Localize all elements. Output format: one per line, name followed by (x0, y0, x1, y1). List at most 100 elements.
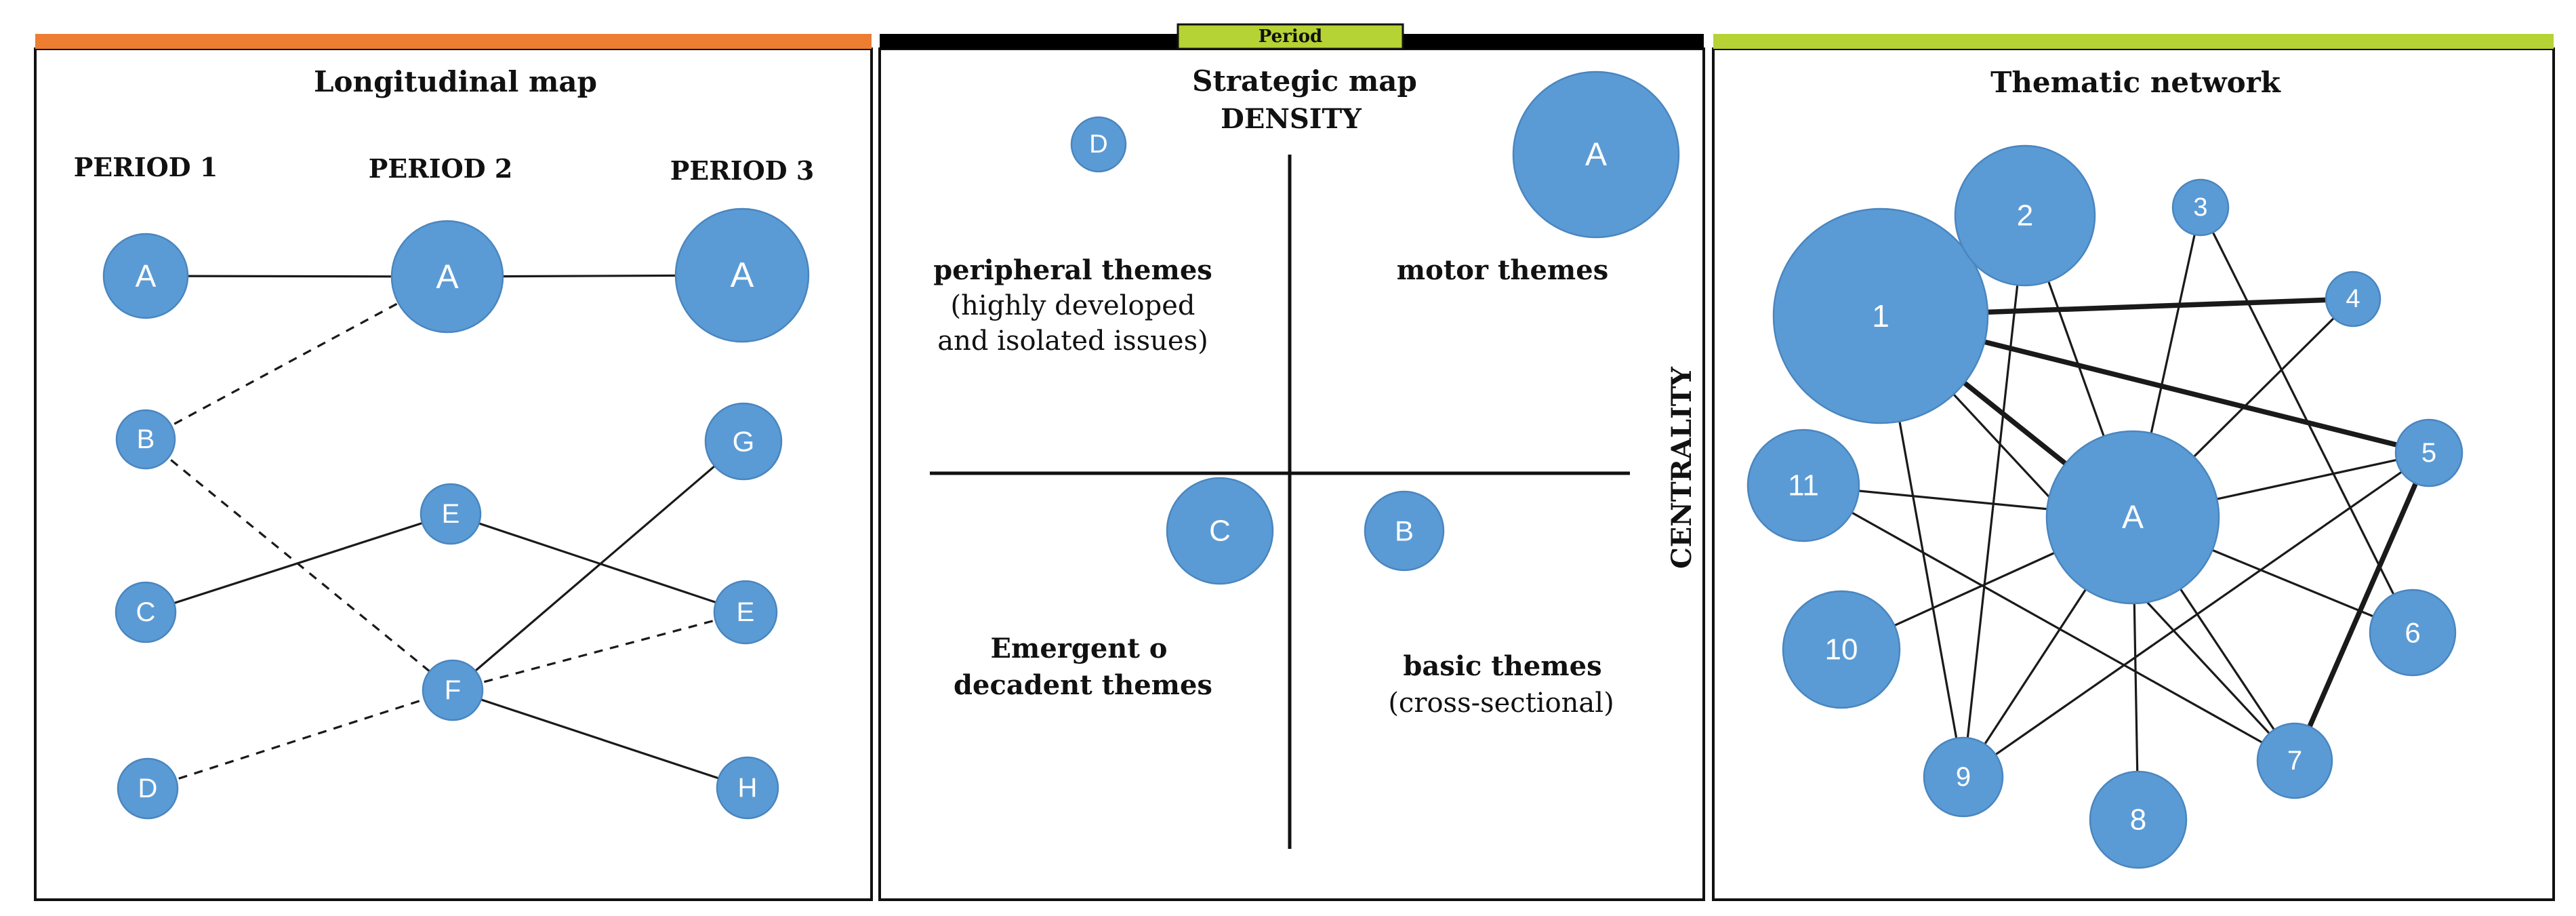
thematic-node-A-circle (2045, 430, 2220, 605)
thematic-edge-2-9 (1962, 215, 2026, 778)
thematic-node-9: 9 (1923, 736, 2004, 818)
longitudinal-node-p1A: A (102, 233, 189, 319)
longitudinal-node-p1D: D (117, 757, 179, 820)
strategic-theme-C-label: C (1209, 515, 1231, 548)
longitudinal-link-p1C-p2E (145, 513, 451, 614)
thematic-node-11: 11 (1746, 429, 1860, 542)
longitudinal-node-p1B-circle (115, 409, 176, 470)
thematic-node-1-circle (1772, 207, 1989, 424)
thematic-node-10-label: 10 (1825, 633, 1858, 666)
quadrant-basic-title: basic themes (1403, 650, 1601, 682)
period-2-label: PERIOD 2 (369, 153, 513, 184)
thematic-node-2: 2 (1954, 144, 2096, 287)
longitudinal-link-p2F-p3E (452, 611, 746, 692)
thematic-node-8-label: 8 (2130, 803, 2146, 837)
thematic-node-4-circle (2325, 271, 2381, 327)
thematic-node-4-label: 4 (2346, 285, 2360, 313)
quadrant-emergent-line-2: decadent themes (954, 669, 1212, 701)
thematic-node-11-label: 11 (1788, 469, 1819, 502)
thematic-node-7: 7 (2256, 722, 2333, 799)
quadrant-basic-line-1: (cross-sectional) (1388, 688, 1614, 719)
strategic-theme-D-circle (1070, 116, 1127, 173)
thematic-node-10: 10 (1782, 590, 1901, 709)
longitudinal-node-p1D-circle (117, 757, 179, 820)
thematic-edge-3-6 (2199, 207, 2414, 633)
longitudinal-node-p2F: F (422, 659, 484, 721)
centrality-axis-label: CENTRALITY (1666, 367, 1698, 570)
longitudinal-node-p2E: E (420, 483, 482, 545)
longitudinal-node-p3E-circle (713, 580, 778, 645)
longitudinal-node-p2E-circle (420, 483, 482, 545)
strategic-theme-A-label: A (1585, 137, 1607, 173)
longitudinal-node-p1B: B (115, 409, 176, 470)
thematic-node-6-circle (2369, 589, 2457, 677)
thematic-edge-5-7 (2292, 452, 2432, 762)
strategic-theme-A-circle (1512, 71, 1680, 239)
longitudinal-node-p3H-label: H (738, 773, 758, 803)
strategic-theme-B: B (1364, 490, 1445, 572)
longitudinal-link-p2F-p3G (451, 440, 745, 692)
quadrant-peripheral-line-1: (highly developed (951, 290, 1195, 321)
strategic-theme-D-label: D (1089, 130, 1107, 159)
longitudinal-nodes: A B C D A E F A G E H (102, 207, 810, 820)
strategic-theme-A: A (1512, 71, 1680, 239)
thematic-node-8-circle (2089, 770, 2188, 869)
thematic-node-5-circle (2394, 418, 2463, 487)
thematic-node-7-label: 7 (2287, 746, 2302, 776)
quadrant-peripheral-title: peripheral themes (933, 254, 1212, 286)
longitudinal-node-p3A: A (674, 207, 810, 343)
thematic-title: Thematic network (1990, 66, 2281, 99)
longitudinal-node-p2A-label: A (436, 258, 459, 296)
longitudinal-link-p1B-p2A (145, 275, 448, 441)
thematic-node-6: 6 (2369, 589, 2457, 677)
strategic-theme-D: D (1070, 116, 1127, 173)
thematic-node-3-label: 3 (2193, 193, 2207, 222)
thematic-node-1: 1 (1772, 207, 1989, 424)
longitudinal-node-p3H-circle (716, 756, 779, 820)
longitudinal-node-p1B-label: B (137, 424, 155, 454)
longitudinal-link-p2F-p3H (452, 689, 748, 789)
period-tag-label: Period (1259, 26, 1323, 47)
period-tag (1177, 23, 1404, 50)
quadrant-motor-title: motor themes (1397, 254, 1608, 286)
thematic-node-A: A (2045, 430, 2220, 605)
thematic-node-9-label: 9 (1956, 762, 1971, 792)
thematic-node-3-circle (2171, 178, 2230, 237)
quadrant-emergent-line-1: Emergent o (991, 633, 1168, 664)
longitudinal-node-p3E: E (713, 580, 778, 645)
longitudinal-node-p1D-label: D (138, 774, 158, 803)
longitudinal-node-p1C: C (115, 581, 177, 643)
longitudinal-node-p2F-label: F (445, 675, 461, 705)
longitudinal-node-p3G-circle (704, 402, 783, 481)
longitudinal-link-p2E-p3E (450, 513, 746, 614)
longitudinal-node-p1A-label: A (136, 258, 157, 294)
longitudinal-node-p2E-label: E (442, 499, 460, 529)
longitudinal-title: Longitudinal map (314, 65, 597, 98)
longitudinal-link-p1D-p2F (147, 689, 453, 790)
thematic-node-6-label: 6 (2405, 617, 2420, 649)
longitudinal-node-p2A: A (390, 220, 504, 334)
longitudinal-link-p1B-p2F (144, 438, 454, 692)
longitudinal-node-p3E-label: E (737, 597, 755, 627)
longitudinal-node-p1C-label: C (136, 597, 156, 627)
longitudinal-node-p2F-circle (422, 659, 484, 721)
longitudinal-node-p3A-label: A (731, 256, 754, 295)
longitudinal-node-p1C-circle (115, 581, 177, 643)
thematic-node-2-circle (1954, 144, 2096, 287)
longitudinal-node-p3A-circle (674, 207, 810, 343)
thematic-node-7-circle (2256, 722, 2333, 799)
thematic-node-4: 4 (2325, 271, 2381, 327)
longitudinal-header-band (35, 34, 872, 49)
thematic-node-1-label: 1 (1872, 298, 1889, 334)
strategic-title: Strategic map (1192, 64, 1417, 98)
quadrant-peripheral-line-2: and isolated issues) (937, 325, 1208, 357)
thematic-nodes: A 1 2 3 4 5 6 7 8 9 10 11 (1746, 144, 2463, 869)
thematic-node-5: 5 (2394, 418, 2463, 487)
thematic-node-11-circle (1746, 429, 1860, 542)
thematic-header-band (1713, 34, 2554, 49)
longitudinal-node-p3H: H (716, 756, 779, 820)
period-3-label: PERIOD 3 (670, 155, 815, 186)
longitudinal-node-p2A-circle (390, 220, 504, 334)
longitudinal-node-p3G-label: G (733, 426, 755, 458)
